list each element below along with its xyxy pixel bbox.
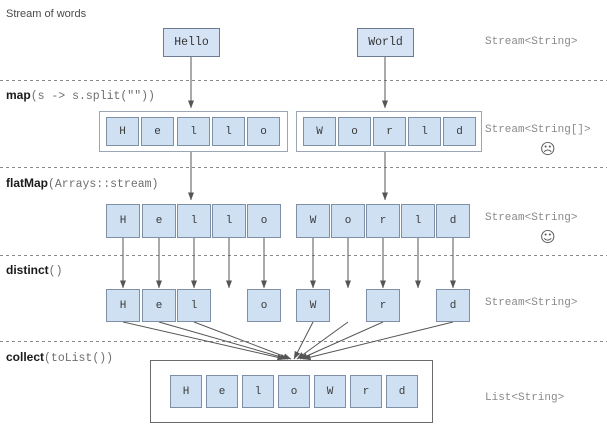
list-cell: H [170, 375, 202, 408]
distinct-cell: r [366, 289, 400, 322]
op-args-distinct: () [48, 265, 63, 278]
op-args-collect: (toList()) [44, 352, 114, 365]
list-cell: e [206, 375, 238, 408]
type-label-source: Stream<String> [485, 36, 578, 48]
array-cell: l [212, 117, 245, 146]
stream-cell: l [401, 204, 435, 238]
op-label-map: map(s -> s.split("")) [6, 88, 155, 103]
op-name-collect: collect [6, 350, 45, 364]
stream-cell: o [247, 204, 281, 238]
type-label-collect: List<String> [485, 392, 565, 404]
array-cell: o [247, 117, 280, 146]
stream-cell: H [106, 204, 140, 238]
stream-cell: l [212, 204, 246, 238]
list-cell: d [386, 375, 418, 408]
op-name-distinct: distinct [6, 263, 49, 277]
op-args-map: (s -> s.split("")) [30, 90, 155, 103]
distinct-cell: d [436, 289, 470, 322]
sad-face-icon: ☹ [540, 140, 556, 158]
distinct-cell: e [142, 289, 176, 322]
page-title: Stream of words [6, 8, 87, 20]
stream-cell: l [177, 204, 211, 238]
op-label-distinct: distinct() [6, 263, 62, 278]
array-cell: r [373, 117, 406, 146]
distinct-cell: l [177, 289, 211, 322]
type-label-flatmap: Stream<String> [485, 212, 578, 224]
stream-cell: e [142, 204, 176, 238]
distinct-cell: H [106, 289, 140, 322]
array-cell: H [106, 117, 139, 146]
list-cell: l [242, 375, 274, 408]
list-cell: W [314, 375, 346, 408]
array-cell: W [303, 117, 336, 146]
op-args-flatmap: (Arrays::stream) [48, 178, 159, 191]
op-name-flatmap: flatMap [6, 176, 48, 190]
list-cell: o [278, 375, 310, 408]
stream-cell: W [296, 204, 330, 238]
stream-cell: r [366, 204, 400, 238]
distinct-cell: o [247, 289, 281, 322]
distinct-cell: W [296, 289, 330, 322]
op-label-flatmap: flatMap(Arrays::stream) [6, 176, 158, 191]
array-cell: e [141, 117, 174, 146]
array-cell: l [177, 117, 210, 146]
array-cell: o [338, 117, 371, 146]
word-box-world: World [357, 28, 414, 57]
smiley-face-icon: ☺ [540, 228, 556, 246]
type-label-map: Stream<String[]> [485, 124, 591, 136]
word-box-hello: Hello [163, 28, 220, 57]
stream-cell: d [436, 204, 470, 238]
type-label-distinct: Stream<String> [485, 297, 578, 309]
list-cell: r [350, 375, 382, 408]
op-name-map: map [6, 88, 31, 102]
array-cell: d [443, 117, 476, 146]
op-label-collect: collect(toList()) [6, 350, 113, 365]
stream-cell: o [331, 204, 365, 238]
array-cell: l [408, 117, 441, 146]
